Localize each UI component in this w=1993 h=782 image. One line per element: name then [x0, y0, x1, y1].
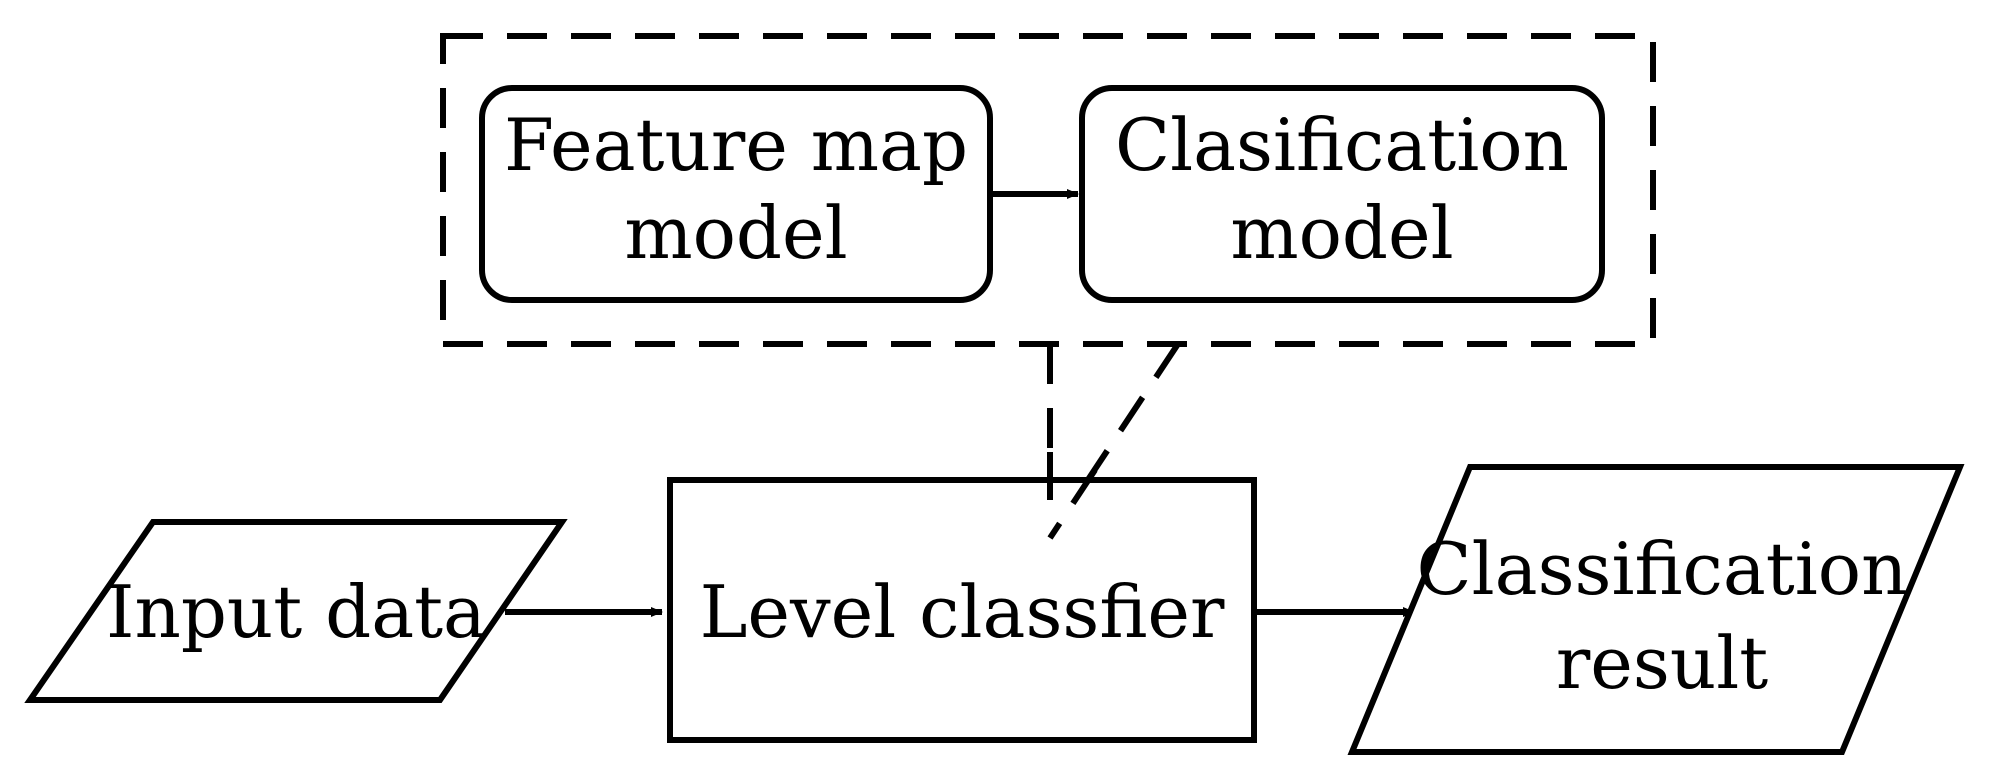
classification-model-line2: model — [1230, 191, 1453, 275]
classification-model-line1: Clasification — [1115, 103, 1569, 187]
classification-result-node: Classification result — [1347, 464, 1965, 755]
classification-model-node: Clasification model — [1079, 85, 1605, 303]
input-data-label: Input data — [106, 570, 486, 654]
input-data-node: Input data — [24, 519, 568, 703]
feature-map-model-line2: model — [624, 191, 847, 275]
dashed-connector-diagonal-tail — [1047, 468, 1098, 540]
level-classifier-node: Level classfier — [667, 477, 1257, 743]
classification-result-line2: result — [1556, 621, 1768, 705]
classification-result-line1: Classification — [1417, 527, 1908, 611]
feature-map-model-node: Feature map model — [479, 85, 993, 303]
feature-map-model-line1: Feature map — [504, 103, 968, 187]
level-classifier-label: Level classfier — [700, 570, 1225, 654]
